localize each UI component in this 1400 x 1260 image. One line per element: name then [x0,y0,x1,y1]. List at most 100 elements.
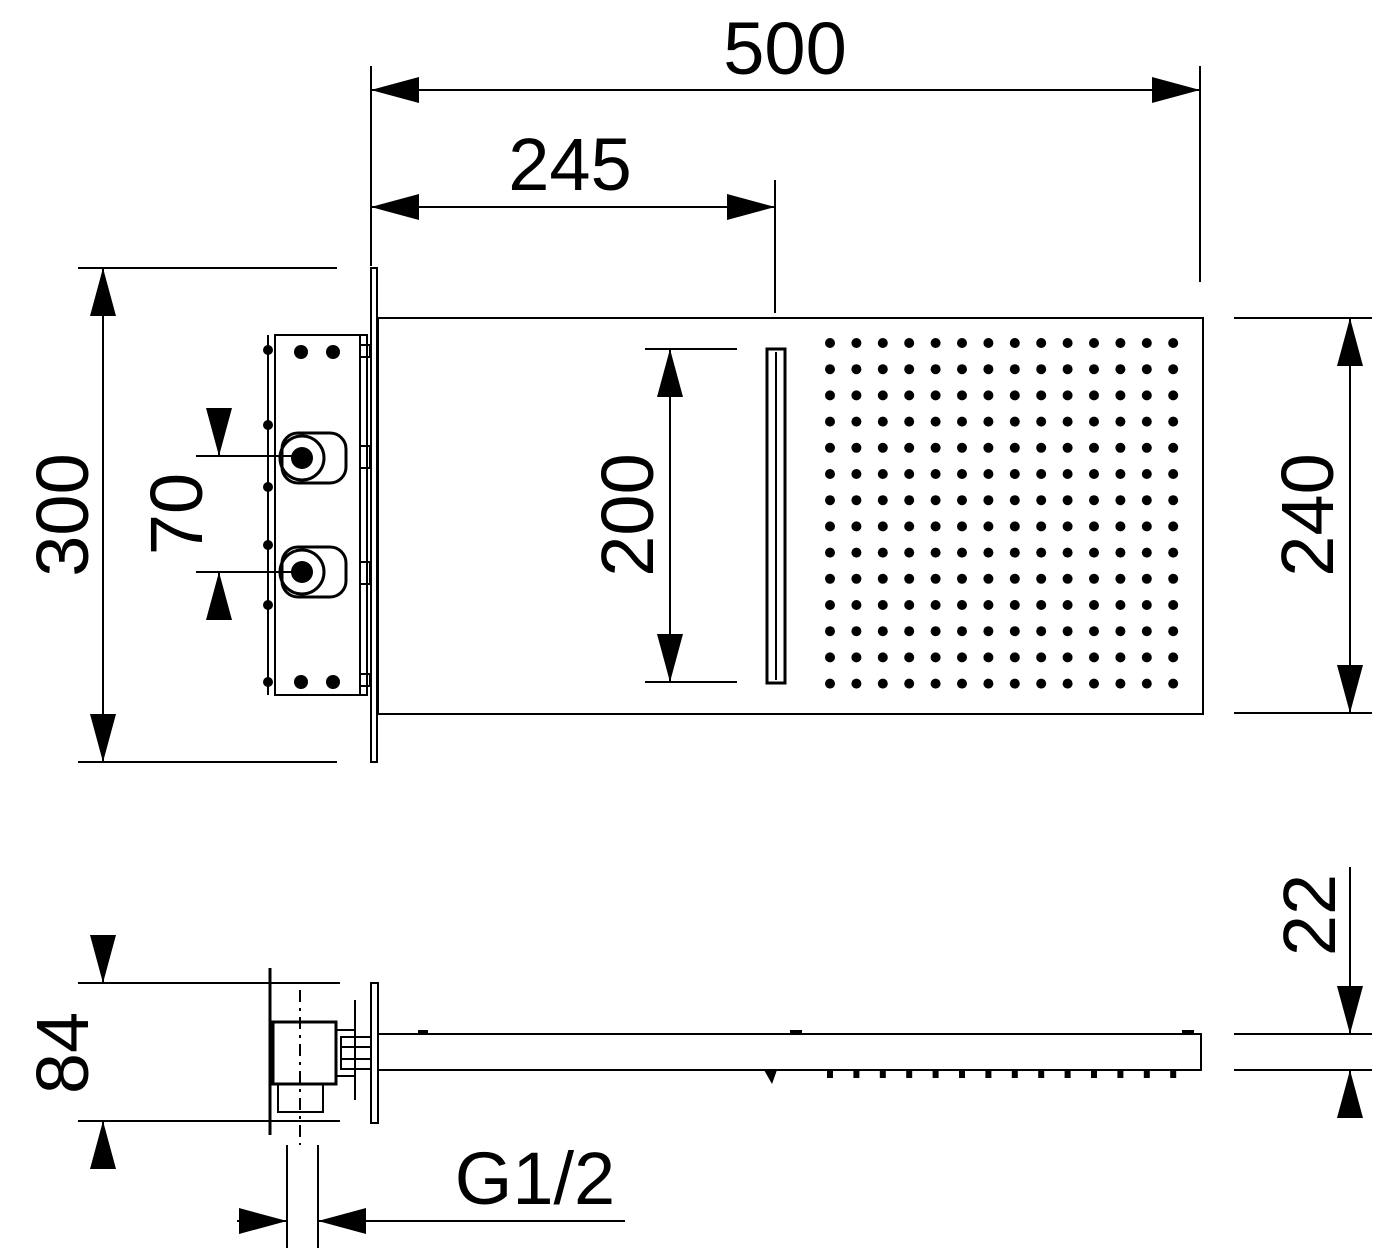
nozzle-dot [904,626,915,637]
nozzle-dot [1009,442,1020,453]
nozzle-dot [1009,364,1020,375]
nozzle-dot [1089,495,1099,506]
dim-label-70: 70 [135,473,218,555]
nozzle-dot [1141,338,1152,348]
nozzle-dot [877,364,888,375]
dim-label-g1-2: G1/2 [455,1137,615,1220]
nozzle-dot [851,626,862,637]
nozzle-dot [904,652,915,663]
nozzle-dot [983,521,994,532]
nozzle-dot [1062,416,1073,427]
nozzle-dot [851,547,862,558]
shower-head-profile [377,1033,1202,1071]
dim-label-240: 240 [1266,453,1349,576]
nozzle-dot [1141,573,1152,584]
side-nozzle [1117,1070,1124,1078]
nozzle-dot [825,495,835,506]
nozzle-dot [904,547,915,558]
nozzle-dot [1089,469,1099,479]
mixing-box [263,334,371,696]
nozzle-dot [1036,416,1047,427]
nozzle-dot [825,338,835,348]
nozzle-dot [1141,600,1152,610]
nozzle-dot [983,626,994,637]
nozzle-dot [1115,364,1126,375]
nozzle-dot [930,390,941,401]
nozzle-dot [1036,495,1047,506]
nozzle-dot [1009,495,1020,506]
nozzle-dot [877,521,888,532]
nozzle-dot [825,416,835,427]
nozzle-dot [851,521,862,532]
side-nozzle [1064,1070,1071,1078]
nozzle-dot [877,416,888,427]
nozzle-dot [877,573,888,584]
nozzle-dot [957,600,967,610]
nozzle-dot [1089,338,1099,348]
nozzle-dot [851,495,862,506]
nozzle-dot [930,547,941,558]
nozzle-dot [1141,678,1152,689]
dim-outlet-offset: 245 [371,123,776,313]
nozzle-dot [851,600,862,610]
nozzle-dot [983,469,994,479]
nozzle-dot [877,469,888,479]
nozzle-dot [983,495,994,506]
spray-nozzle-icon [764,1070,777,1084]
nozzle-dot [904,521,915,532]
nozzle-dot [983,600,994,610]
nozzle-dot [1168,390,1179,401]
side-nozzle-row [827,1070,1177,1078]
nozzle-dot [983,390,994,401]
nozzle-dot [1009,678,1020,689]
nozzle-dot [1036,364,1047,375]
nozzle-dot [1009,573,1020,584]
nozzle-dot [1036,547,1047,558]
nozzle-dot [930,521,941,532]
nozzle-dot [1115,469,1126,479]
nozzle-dot [957,469,967,479]
nozzle-dot [1062,678,1073,689]
nozzle-dot [1168,469,1179,479]
dim-label-300: 300 [21,453,104,576]
nozzle-dot [904,416,915,427]
nozzle-dot [930,338,941,348]
nozzle-dot [983,573,994,584]
side-nozzle [853,1070,860,1078]
nozzle-dot [1089,364,1099,375]
nozzle-dot [983,364,994,375]
nozzle-dot [1141,442,1152,453]
nozzle-dot [1089,573,1099,584]
nozzle-dot [930,469,941,479]
wall-plate [370,267,378,763]
nozzle-dot [1115,652,1126,663]
nozzle-dot [1089,521,1099,532]
nozzle-dot [904,442,915,453]
side-nozzle [879,1070,886,1078]
nozzle-dot [957,521,967,532]
nozzle-dot [1009,416,1020,427]
nozzle-dot [825,600,835,610]
nozzle-dot [957,338,967,348]
nozzle-dot [1062,652,1073,663]
nozzle-dot [1168,338,1179,348]
dim-label-500: 500 [723,7,846,90]
nozzle-dot [1168,652,1179,663]
nozzle-dot [1141,521,1152,532]
nozzle-dot [1115,678,1126,689]
nozzle-dot [1115,600,1126,610]
nozzle-dot [1062,600,1073,610]
side-nozzle [827,1070,833,1078]
nozzle-dot [1115,547,1126,558]
nozzle-dot [1115,521,1126,532]
nozzle-dot [957,364,967,375]
nozzle-dot [983,652,994,663]
nozzle-dot [1009,390,1020,401]
nozzle-dot [1036,652,1047,663]
dim-box-depth: 84 [21,935,340,1169]
side-view: 84 22 G1/2 [21,867,1372,1248]
nozzle-dot [1168,495,1179,506]
nozzle-dot [1089,626,1099,637]
nozzle-dot [877,338,888,348]
nozzle-dot [904,364,915,375]
